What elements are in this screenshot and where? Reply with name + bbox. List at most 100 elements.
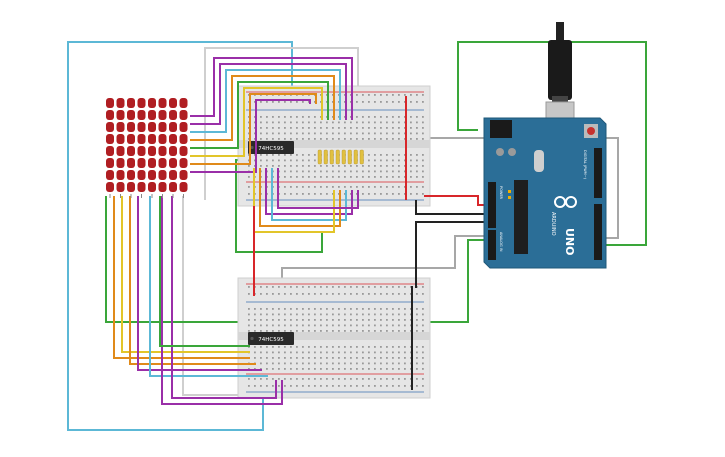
breadboard-hole	[320, 165, 322, 167]
breadboard-hole	[302, 319, 304, 321]
wire-yellow-bottom	[121, 196, 250, 353]
breadboard-hole	[314, 170, 316, 173]
breadboard-hole	[380, 193, 382, 195]
breadboard-hole	[362, 121, 364, 124]
breadboard-hole	[248, 159, 250, 162]
breadboard-hole	[254, 165, 256, 167]
breadboard-hole	[344, 346, 346, 348]
breadboard-hole	[386, 94, 388, 96]
breadboard-hole	[404, 351, 406, 354]
breadboard-hole	[314, 346, 316, 348]
breadboard-hole	[272, 351, 274, 354]
breadboard-hole	[404, 313, 406, 316]
breadboard-hole	[254, 308, 256, 310]
breadboard-hole	[260, 385, 262, 387]
breadboard-hole	[380, 351, 382, 354]
breadboard-hole	[284, 324, 286, 327]
breadboard-hole	[338, 351, 340, 354]
breadboard-hole	[416, 313, 418, 316]
breadboard-hole	[290, 138, 292, 140]
breadboard-hole	[386, 378, 388, 380]
matrix-led	[169, 98, 177, 108]
breadboard-hole	[320, 138, 322, 140]
breadboard-hole	[350, 330, 352, 332]
breadboard-hole	[308, 330, 310, 332]
breadboard-hole	[362, 138, 364, 140]
breadboard-hole	[368, 385, 370, 387]
breadboard-hole	[416, 324, 418, 327]
breadboard-hole	[296, 368, 298, 370]
breadboard-hole	[416, 121, 418, 124]
breadboard-hole	[392, 121, 394, 124]
breadboard-hole	[296, 186, 298, 188]
breadboard-hole	[380, 170, 382, 173]
breadboard-hole	[386, 308, 388, 310]
matrix-led	[127, 134, 135, 144]
breadboard-hole	[404, 378, 406, 380]
breadboard-hole	[344, 368, 346, 370]
breadboard-hole	[326, 286, 328, 288]
breadboard-hole	[368, 362, 370, 365]
breadboard-hole	[410, 346, 412, 348]
breadboard-hole	[266, 121, 268, 124]
breadboard-hole	[302, 368, 304, 370]
wire-cyan-top	[190, 69, 341, 133]
breadboard-hole	[344, 324, 346, 327]
breadboard-hole	[326, 127, 328, 129]
breadboard-hole	[380, 319, 382, 321]
breadboard-hole	[314, 165, 316, 167]
breadboard-hole	[404, 308, 406, 310]
breadboard-hole	[308, 138, 310, 140]
breadboard-hole	[398, 159, 400, 162]
breadboard-hole	[278, 286, 280, 288]
matrix-led	[137, 134, 146, 144]
breadboard-hole	[422, 116, 424, 118]
breadboard-hole	[290, 319, 292, 321]
breadboard-hole	[302, 165, 304, 167]
breadboard-hole	[404, 116, 406, 118]
breadboard-hole	[398, 116, 400, 118]
breadboard-hole	[362, 286, 364, 288]
wire-purple-top-1	[190, 57, 353, 120]
breadboard-hole	[422, 378, 424, 380]
wire-purple-top-2	[190, 63, 347, 125]
breadboard-hole	[368, 186, 370, 188]
breadboard-hole	[344, 362, 346, 365]
matrix-led	[179, 98, 188, 108]
matrix-led	[158, 170, 167, 180]
breadboard-hole	[350, 94, 352, 96]
breadboard-hole	[416, 94, 418, 96]
breadboard-hole	[350, 138, 352, 140]
matrix-led	[137, 170, 146, 180]
breadboard-hole	[296, 176, 298, 178]
breadboard-hole	[254, 313, 256, 316]
breadboard-hole	[278, 308, 280, 310]
breadboard-hole	[410, 176, 412, 178]
breadboard-hole	[290, 165, 292, 167]
breadboard-hole	[278, 313, 280, 316]
matrix-led	[137, 146, 146, 156]
matrix-led	[169, 146, 177, 156]
breadboard-hole	[326, 101, 328, 103]
breadboard-hole	[392, 186, 394, 188]
breadboard-hole	[272, 346, 274, 348]
breadboard-hole	[332, 186, 334, 188]
breadboard-hole	[308, 293, 310, 295]
breadboard-hole	[398, 121, 400, 124]
breadboard-hole	[278, 132, 280, 135]
breadboard-hole	[410, 193, 412, 195]
breadboard-hole	[356, 324, 358, 327]
breadboard-hole	[308, 368, 310, 370]
breadboard-hole	[332, 319, 334, 321]
breadboard-hole	[410, 116, 412, 118]
breadboard-hole	[398, 193, 400, 195]
breadboard-hole	[308, 319, 310, 321]
breadboard-hole	[338, 378, 340, 380]
ic-chip-bottom: 74HC595	[248, 332, 294, 345]
breadboard-hole	[386, 176, 388, 178]
breadboard-hole	[398, 357, 400, 359]
breadboard-hole	[410, 313, 412, 316]
breadboard-hole	[308, 154, 310, 156]
breadboard-hole	[278, 116, 280, 118]
breadboard-hole	[296, 165, 298, 167]
